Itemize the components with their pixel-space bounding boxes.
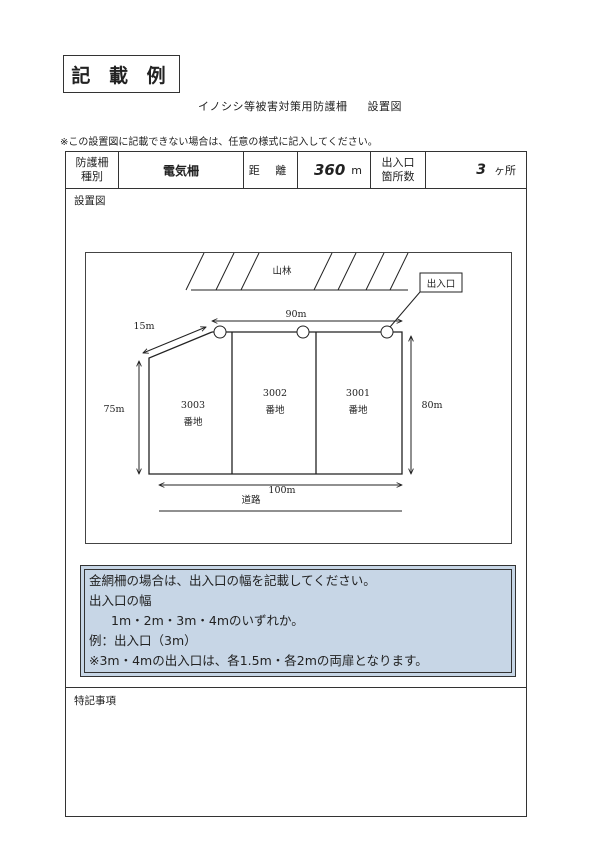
- entrance-count-unit: ヶ所: [494, 164, 516, 177]
- fence-type-value: 電気柵: [119, 152, 244, 188]
- forest-label-bg: [262, 261, 302, 279]
- fence-type-label-1: 防護柵: [75, 155, 109, 169]
- entrance-callout-line: [389, 291, 421, 328]
- header-row: 防護柵 種別 電気柵 距 離 360 m 出入口 箇所数 3 ヶ所: [66, 152, 526, 189]
- fence-outline: [148, 331, 403, 475]
- notes-divider: [66, 687, 526, 688]
- entrance-count-cell: 3 ヶ所: [426, 152, 526, 188]
- diagram-svg: 山林 出入口 90m 15m 75m: [103, 253, 463, 512]
- lot-3001-number: 3001: [346, 388, 370, 399]
- lot-3003-number: 3003: [181, 400, 205, 411]
- distance-unit: m: [351, 163, 362, 177]
- mesh-fence-info-box: 金網柵の場合は、出入口の幅を記載してください。 出入口の幅 1m・2m・3m・4…: [80, 565, 516, 677]
- info-line-4: 例：出入口（3m）: [89, 633, 197, 648]
- entrance-callout-label: 出入口: [427, 278, 456, 290]
- entrance-count-label: 出入口 箇所数: [371, 152, 426, 188]
- info-line-5: ※3m・4mの出入口は、各1.5m・各2mの両扉となります。: [89, 653, 428, 668]
- lot-3002-suffix: 番地: [265, 404, 285, 416]
- lot-3001-suffix: 番地: [348, 404, 368, 416]
- entrance-marker-3: [380, 325, 394, 339]
- document-title: イノシシ等被害対策用防護柵 設置図: [0, 98, 600, 114]
- fence-type-label: 防護柵 種別: [66, 152, 119, 188]
- dim-bottom-label: 100m: [268, 485, 295, 496]
- entrance-marker-1: [213, 325, 227, 339]
- info-line-1: 金網柵の場合は、出入口の幅を記載してください。: [89, 573, 376, 588]
- lot-3002-number: 3002: [263, 388, 287, 399]
- entrance-marker-2: [296, 325, 310, 339]
- dim-top-label: 90m: [285, 309, 306, 320]
- dim-right-label: 80m: [421, 400, 442, 411]
- example-stamp: 記 載 例: [63, 55, 180, 93]
- entrance-label-1: 出入口: [381, 155, 415, 169]
- info-line-3: 1m・2m・3m・4mのいずれか。: [111, 613, 304, 628]
- layout-diagram: 山林 出入口 90m 15m 75m: [85, 252, 512, 544]
- lot-3003-suffix: 番地: [183, 416, 203, 428]
- fence-type-label-2: 種別: [81, 170, 103, 183]
- distance-value-cell: 360 m: [298, 152, 371, 188]
- dim-line-diagonal: [143, 327, 206, 353]
- info-line-2: 出入口の幅: [89, 593, 152, 608]
- entrance-callout-box: [419, 272, 463, 293]
- layout-form: 防護柵 種別 電気柵 距 離 360 m 出入口 箇所数 3 ヶ所 設置図: [65, 151, 527, 817]
- forest-label: 山林: [272, 265, 292, 277]
- title-main: イノシシ等被害対策用防護柵: [198, 100, 348, 113]
- layout-section-label: 設置図: [74, 195, 106, 207]
- forest-hatching: [185, 253, 409, 291]
- entrance-count-value: 3: [476, 162, 486, 178]
- instruction-note: ※この設置図に記載できない場合は、任意の様式に記入してください。: [60, 137, 378, 148]
- dim-left-label: 75m: [103, 404, 124, 415]
- road-label: 道路: [241, 494, 261, 506]
- special-notes-label: 特記事項: [74, 695, 116, 707]
- distance-value: 360: [313, 161, 346, 179]
- title-sub: 設置図: [367, 100, 402, 113]
- entrance-label-2: 箇所数: [381, 170, 415, 183]
- dim-diagonal-label: 15m: [133, 321, 154, 332]
- distance-label: 距 離: [244, 152, 298, 188]
